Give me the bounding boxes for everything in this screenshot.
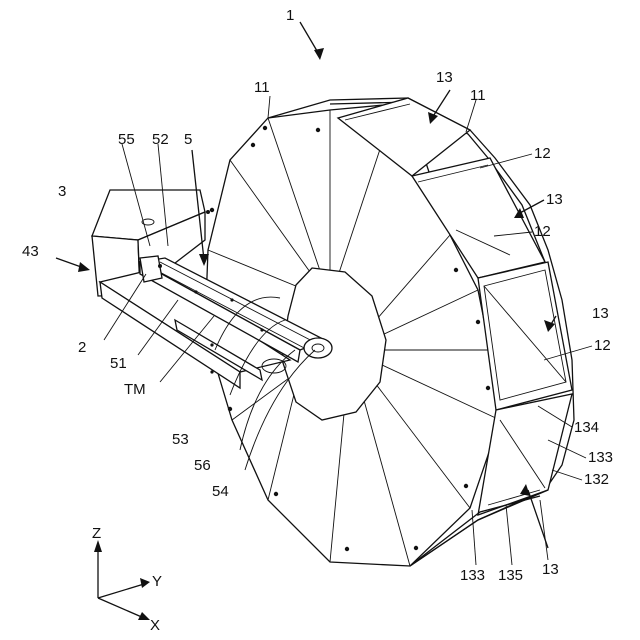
label-tm: TM [124,381,146,398]
label-13-a: 13 [436,69,453,86]
label-13-b: 13 [546,191,563,208]
label-133-b: 133 [460,567,485,584]
label-52: 52 [152,131,169,148]
label-54: 54 [212,483,229,500]
label-z: Z [92,525,101,542]
label-43: 43 [22,243,39,260]
label-56: 56 [194,457,211,474]
label-12-a: 12 [534,145,551,162]
label-x: X [150,617,160,634]
label-12-b: 12 [534,223,551,240]
axes [94,540,150,620]
label-5: 5 [184,131,192,148]
label-135: 135 [498,567,523,584]
label-51: 51 [110,355,127,372]
label-133-a: 133 [588,449,613,466]
label-1: 1 [286,7,294,24]
label-13-c: 13 [592,305,609,322]
label-55: 55 [118,131,135,148]
label-2: 2 [78,339,86,356]
label-12-c: 12 [594,337,611,354]
label-11-a: 11 [254,79,270,96]
label-132: 132 [584,471,609,488]
label-134: 134 [574,419,599,436]
label-y: Y [152,573,162,590]
label-13-d: 13 [542,561,559,578]
label-3: 3 [58,183,66,200]
label-11-b: 11 [470,87,486,104]
label-53: 53 [172,431,189,448]
